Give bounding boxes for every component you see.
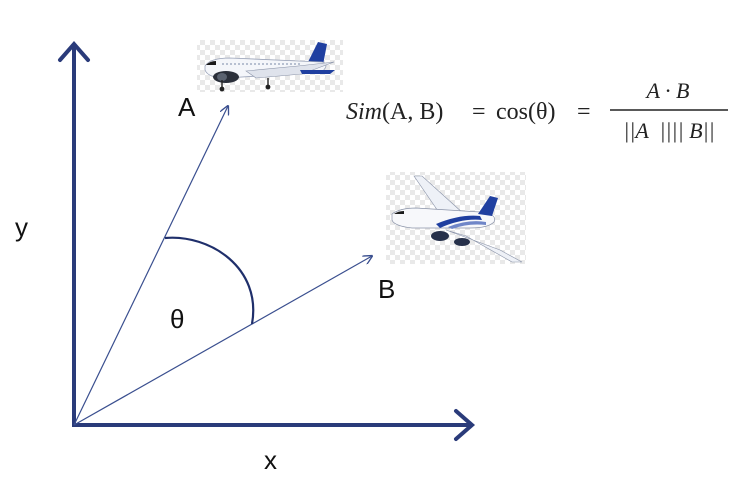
y-axis [58, 40, 90, 425]
y-axis-label: y [15, 212, 28, 242]
angle-theta-label: θ [170, 304, 184, 334]
boeing-plane-icon [386, 172, 526, 264]
vector-b-label: B [378, 274, 395, 304]
vector-a-label: A [178, 92, 196, 122]
svg-text:Sim(A, B): Sim(A, B) [346, 99, 443, 125]
angle-arc [164, 236, 255, 325]
formula-sim: Sim [346, 99, 382, 125]
x-axis-label: x [264, 445, 277, 475]
formula-equals-1: = [472, 99, 486, 125]
formula-args: (A, B) [382, 99, 443, 125]
vector-a-line [73, 106, 228, 426]
airbus-plane-icon [197, 40, 343, 92]
formula-equals-2: = [577, 99, 591, 125]
formula-numerator: A · B [645, 78, 690, 103]
formula-cos: cos(θ) [496, 99, 555, 125]
x-axis [72, 409, 476, 441]
formula-denominator: ||A |||| B|| [623, 118, 714, 143]
vector-b-line [73, 256, 372, 426]
cosine-similarity-formula: Sim(A, B) = cos(θ) = A · B ||A |||| B|| [346, 78, 728, 143]
